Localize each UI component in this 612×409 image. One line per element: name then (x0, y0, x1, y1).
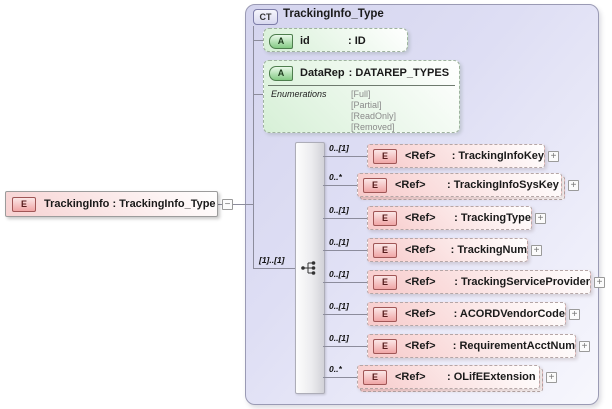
connector-line (323, 250, 367, 251)
cardinality-label: 0..[1] (329, 143, 349, 153)
attribute-icon: A (269, 33, 293, 49)
element-ref: <Ref> (395, 371, 426, 383)
enum-value: [Removed] (351, 122, 395, 132)
cardinality-label: 0..[1] (329, 301, 349, 311)
expand-toggle[interactable]: + (594, 277, 605, 288)
enumerations-label: Enumerations (271, 89, 327, 99)
element-icon: E (373, 338, 397, 354)
element-icon: E (363, 369, 387, 385)
expand-toggle[interactable]: + (548, 151, 559, 162)
connector-line (323, 218, 367, 219)
connector-line (253, 94, 263, 95)
attribute-name: id (300, 35, 310, 47)
attribute-type: : ID (348, 35, 366, 47)
element-type: : TrackingInfoSysKey (447, 179, 559, 191)
element-type: : TrackingNum (450, 244, 527, 256)
element-type: : TrackingType (454, 212, 531, 224)
enum-value: [Full] (351, 89, 371, 99)
element-icon: E (363, 177, 387, 193)
connector-trunk-line (253, 26, 254, 268)
element-ref: <Ref> (405, 244, 436, 256)
cardinality-label: 0..* (329, 172, 342, 182)
expand-toggle[interactable]: + (579, 341, 590, 352)
element-icon: E (12, 196, 36, 212)
expand-toggle[interactable]: + (568, 180, 579, 191)
element-ref: <Ref> (405, 340, 436, 352)
element-icon: E (373, 274, 397, 290)
element-icon: E (373, 210, 397, 226)
attribute-icon: A (269, 65, 293, 81)
complex-type-title: TrackingInfo_Type (283, 8, 384, 20)
element-trackingtype[interactable]: E <Ref> : TrackingType (367, 206, 532, 230)
cardinality-label: 0..[1] (329, 237, 349, 247)
attribute-name: DataRep (300, 67, 345, 79)
connector-line (323, 314, 367, 315)
element-trackingserviceprovider[interactable]: E <Ref> : TrackingServiceProvider (367, 270, 591, 294)
cardinality-label: 0..* (329, 364, 342, 374)
connector-line (253, 40, 263, 41)
root-element-label: TrackingInfo : TrackingInfo_Type (44, 198, 216, 210)
element-requirementacctnum[interactable]: E <Ref> : RequirementAcctNum (367, 334, 576, 358)
root-element-trackinginfo[interactable]: E TrackingInfo : TrackingInfo_Type (5, 191, 218, 217)
enum-value: [ReadOnly] (351, 111, 397, 121)
cardinality-label: 0..[1] (329, 333, 349, 343)
element-icon: E (373, 242, 397, 258)
element-trackinginfokey[interactable]: E <Ref> : TrackingInfoKey (367, 144, 545, 168)
element-ref: <Ref> (405, 212, 436, 224)
element-type: : TrackingInfoKey (451, 150, 544, 162)
element-ref: <Ref> (395, 179, 426, 191)
element-type: : RequirementAcctNum (452, 340, 575, 352)
element-ref: <Ref> (405, 150, 436, 162)
connector-line (323, 156, 367, 157)
element-ref: <Ref> (405, 308, 436, 320)
attribute-id[interactable]: A id : ID (263, 28, 408, 52)
cardinality-label: 0..[1] (329, 205, 349, 215)
attribute-datarep[interactable]: A DataRep : DATAREP_TYPES Enumerations [… (263, 60, 460, 133)
connector-line (323, 185, 357, 186)
expand-toggle[interactable]: + (546, 372, 557, 383)
divider (268, 85, 455, 86)
expand-toggle[interactable]: + (535, 213, 546, 224)
expand-toggle[interactable]: + (531, 245, 542, 256)
element-trackinginfosyskey[interactable]: E <Ref> : TrackingInfoSysKey (357, 173, 562, 197)
complex-type-icon: CT (253, 9, 278, 25)
element-acordvendorcode[interactable]: E <Ref> : ACORDVendorCode (367, 302, 566, 326)
element-type: : ACORDVendorCode (453, 308, 565, 320)
element-icon: E (373, 148, 397, 164)
content-model-cardinality: [1]..[1] (259, 255, 285, 265)
collapse-toggle[interactable]: − (222, 199, 233, 210)
sequence-icon (301, 261, 316, 275)
connector-line (323, 346, 367, 347)
element-olifeextension[interactable]: E <Ref> : OLifEExtension (357, 365, 540, 389)
element-type: : OLifEExtension (447, 371, 536, 383)
cardinality-label: 0..[1] (329, 269, 349, 279)
connector-line (253, 268, 295, 269)
connector-line (323, 377, 357, 378)
expand-toggle[interactable]: + (569, 309, 580, 320)
connector-line (218, 204, 222, 205)
element-type: : TrackingServiceProvider (454, 276, 590, 288)
element-icon: E (373, 306, 397, 322)
connector-line (323, 282, 367, 283)
connector-line (233, 204, 253, 205)
enum-value: [Partial] (351, 100, 382, 110)
element-trackingnum[interactable]: E <Ref> : TrackingNum (367, 238, 528, 262)
element-ref: <Ref> (405, 276, 436, 288)
attribute-type: : DATAREP_TYPES (348, 67, 450, 79)
